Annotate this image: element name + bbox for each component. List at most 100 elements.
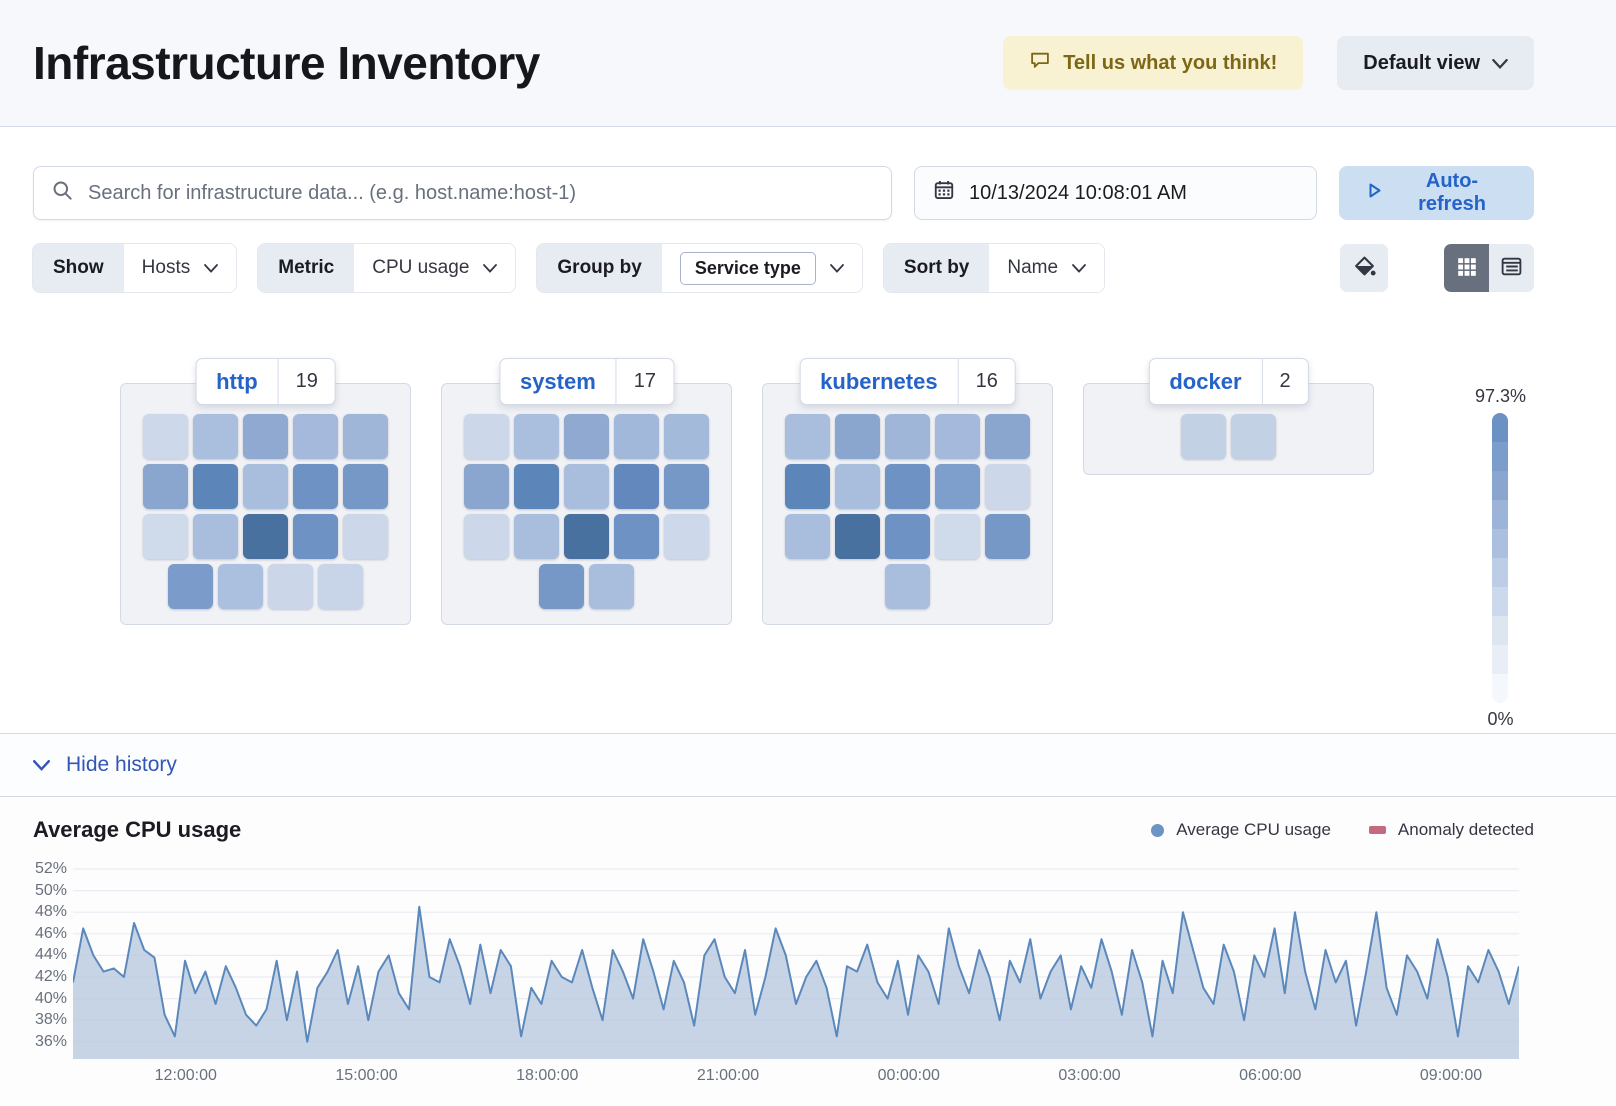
waffle-row	[464, 414, 709, 459]
host-square[interactable]	[985, 464, 1030, 509]
chevron-down-icon	[1492, 52, 1508, 75]
metric-dropdown[interactable]: CPU usage	[354, 244, 516, 292]
group-name-link[interactable]: kubernetes	[820, 368, 938, 394]
waffle-grid	[763, 384, 1052, 624]
host-square[interactable]	[539, 564, 584, 609]
host-square[interactable]	[193, 464, 238, 509]
host-square[interactable]	[664, 514, 709, 559]
host-square[interactable]	[293, 514, 338, 559]
host-square[interactable]	[835, 414, 880, 459]
host-square[interactable]	[564, 514, 609, 559]
host-square[interactable]	[514, 464, 559, 509]
group-count: 19	[277, 359, 335, 404]
host-square[interactable]	[935, 414, 980, 459]
waffle-row	[785, 514, 1030, 559]
host-square[interactable]	[193, 514, 238, 559]
host-square[interactable]	[614, 514, 659, 559]
host-square[interactable]	[343, 414, 388, 459]
host-square[interactable]	[564, 414, 609, 459]
hide-history-label: Hide history	[66, 753, 177, 776]
group-by-dropdown[interactable]: Service type	[661, 244, 862, 292]
host-square[interactable]	[1231, 414, 1276, 459]
chevron-down-icon	[830, 257, 844, 279]
legend-item-average-cpu[interactable]: Average CPU usage	[1151, 820, 1331, 840]
host-square[interactable]	[785, 414, 830, 459]
host-square[interactable]	[168, 564, 213, 609]
x-axis-tick-label: 18:00:00	[516, 1067, 579, 1084]
host-square[interactable]	[935, 514, 980, 559]
host-square[interactable]	[885, 464, 930, 509]
host-square[interactable]	[985, 414, 1030, 459]
chart-canvas[interactable]	[73, 861, 1519, 1059]
host-square[interactable]	[785, 514, 830, 559]
host-square[interactable]	[343, 464, 388, 509]
host-square[interactable]	[464, 414, 509, 459]
host-square[interactable]	[243, 414, 288, 459]
group-by-chip[interactable]: Service type	[679, 251, 816, 285]
group-name-link[interactable]: system	[519, 368, 596, 394]
scale-step	[1492, 442, 1509, 471]
table-view-button[interactable]	[1489, 244, 1534, 292]
host-square[interactable]	[143, 464, 188, 509]
host-square[interactable]	[243, 514, 288, 559]
map-view-button[interactable]	[1444, 244, 1489, 292]
host-square[interactable]	[218, 564, 263, 609]
group-name-link[interactable]: docker	[1169, 368, 1242, 394]
host-square[interactable]	[885, 414, 930, 459]
host-square[interactable]	[514, 514, 559, 559]
sort-by-value: Name	[1007, 257, 1059, 278]
host-square[interactable]	[835, 514, 880, 559]
host-square[interactable]	[935, 464, 980, 509]
saved-view-label: Default view	[1363, 51, 1480, 74]
host-square[interactable]	[1181, 414, 1226, 459]
waffle-grid	[442, 384, 731, 624]
host-square[interactable]	[293, 414, 338, 459]
host-square[interactable]	[293, 464, 338, 509]
saved-view-button[interactable]: Default view	[1337, 36, 1534, 90]
host-square[interactable]	[614, 464, 659, 509]
search-input[interactable]	[88, 181, 873, 205]
host-square[interactable]	[318, 564, 363, 609]
host-square[interactable]	[664, 464, 709, 509]
host-square[interactable]	[193, 414, 238, 459]
metric-label: Metric	[258, 244, 355, 292]
host-square[interactable]	[514, 414, 559, 459]
host-square[interactable]	[268, 564, 313, 609]
search-icon	[52, 180, 74, 207]
host-square[interactable]	[885, 564, 930, 609]
host-square[interactable]	[885, 514, 930, 559]
host-square[interactable]	[143, 514, 188, 559]
host-square[interactable]	[243, 464, 288, 509]
host-square[interactable]	[614, 414, 659, 459]
host-square[interactable]	[464, 514, 509, 559]
chevron-down-icon	[1072, 257, 1086, 279]
auto-refresh-button[interactable]: Auto-refresh	[1339, 166, 1534, 220]
host-square[interactable]	[464, 464, 509, 509]
host-square[interactable]	[785, 464, 830, 509]
host-square[interactable]	[564, 464, 609, 509]
host-square[interactable]	[835, 464, 880, 509]
legend-options-button[interactable]	[1340, 244, 1388, 292]
hide-history-link[interactable]: Hide history	[33, 753, 177, 777]
legend-label: Anomaly detected	[1397, 820, 1534, 839]
legend-item-anomaly[interactable]: Anomaly detected	[1368, 820, 1534, 840]
host-square[interactable]	[143, 414, 188, 459]
color-scale-legend: 97.3% 0%	[1475, 386, 1526, 730]
host-square[interactable]	[589, 564, 634, 609]
search-box[interactable]	[33, 166, 892, 220]
x-axis-tick-label: 21:00:00	[696, 1067, 760, 1084]
group-name-link[interactable]: http	[216, 368, 258, 394]
sort-by-dropdown[interactable]: Name	[989, 244, 1105, 292]
host-square[interactable]	[985, 514, 1030, 559]
chevron-down-icon	[483, 257, 498, 279]
group-card-http: http 19	[120, 358, 411, 625]
host-square[interactable]	[343, 514, 388, 559]
feedback-button[interactable]: Tell us what you think!	[1003, 36, 1304, 90]
y-axis-tick-label: 52%	[34, 860, 67, 877]
host-square[interactable]	[664, 414, 709, 459]
show-dropdown[interactable]: Hosts	[123, 244, 237, 292]
date-picker[interactable]: 10/13/2024 10:08:01 AM	[914, 166, 1317, 220]
